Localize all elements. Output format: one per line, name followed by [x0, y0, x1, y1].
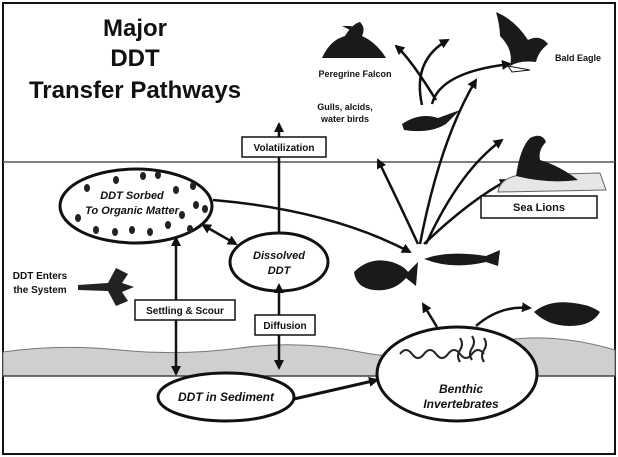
arrow-fish-to-sealions — [423, 178, 510, 245]
settling-box — [134, 299, 236, 321]
sorbed-label-1: DDT Sorbed — [100, 190, 164, 202]
small-fish-icon — [424, 250, 500, 266]
organic-particles — [75, 171, 208, 236]
title-line-1: Major — [103, 15, 167, 42]
benthic-label-2: Invertebrates — [423, 397, 499, 411]
flatfish-icon — [534, 302, 600, 326]
dissolved-label-2: DDT — [268, 265, 292, 277]
benthic-label-1: Benthic — [439, 382, 483, 396]
arrow-fish-to-eagle — [418, 78, 478, 245]
arrow-benthic-to-flatfish — [475, 302, 532, 327]
title-line-2: DDT — [110, 45, 160, 72]
peregrine-label: Peregrine Falcon — [318, 69, 391, 79]
sediment-label: DDT in Sediment — [178, 390, 275, 404]
entry-label-1: DDT Enters — [13, 271, 68, 282]
water-birds-label-2: water birds — [320, 114, 369, 124]
diffusion-label: Diffusion — [263, 321, 306, 332]
volatilization-box — [241, 136, 327, 158]
sediment-node — [156, 371, 296, 423]
benthic-node — [375, 325, 539, 423]
peregrine-falcon-icon — [322, 22, 386, 58]
sea-lions-box — [480, 195, 598, 219]
volatilization-label: Volatilization — [254, 143, 315, 154]
arrow-birds-to-falcon-2 — [394, 44, 438, 101]
ddt-entry-arrow-icon — [78, 268, 134, 306]
settling-label: Settling & Scour — [146, 306, 224, 317]
arrow-benthic-to-fish — [421, 302, 439, 328]
arrow-fish-to-waterbirds — [376, 158, 420, 245]
tube-worm-icon — [457, 335, 487, 363]
arrow-birds-to-falcon — [418, 38, 450, 106]
dissolved-node — [228, 231, 330, 293]
sea-lions-label: Sea Lions — [513, 202, 565, 214]
water-bird-icon — [402, 110, 460, 132]
fish-icon — [354, 260, 418, 291]
arrow-sorbed-dissolved — [201, 224, 238, 246]
arrow-birds-to-eagle — [430, 59, 512, 105]
arrow-fish-to-sealions-2 — [424, 138, 504, 245]
bald-eagle-icon — [496, 12, 548, 73]
dissolved-label-1: Dissolved — [253, 250, 305, 262]
sea-lion-icon — [497, 135, 607, 193]
sorbed-label-2: To Organic Matter — [85, 205, 179, 217]
title-line-3: Transfer Pathways — [29, 77, 241, 104]
arrow-sorbed-to-fish — [212, 198, 412, 254]
arrow-sediment-to-benthic — [293, 376, 379, 401]
diffusion-box — [254, 314, 316, 336]
bald-eagle-label: Bald Eagle — [555, 53, 601, 63]
water-birds-label-1: Gulls, alcids, — [317, 102, 373, 112]
entry-label-2: the System — [13, 285, 66, 296]
